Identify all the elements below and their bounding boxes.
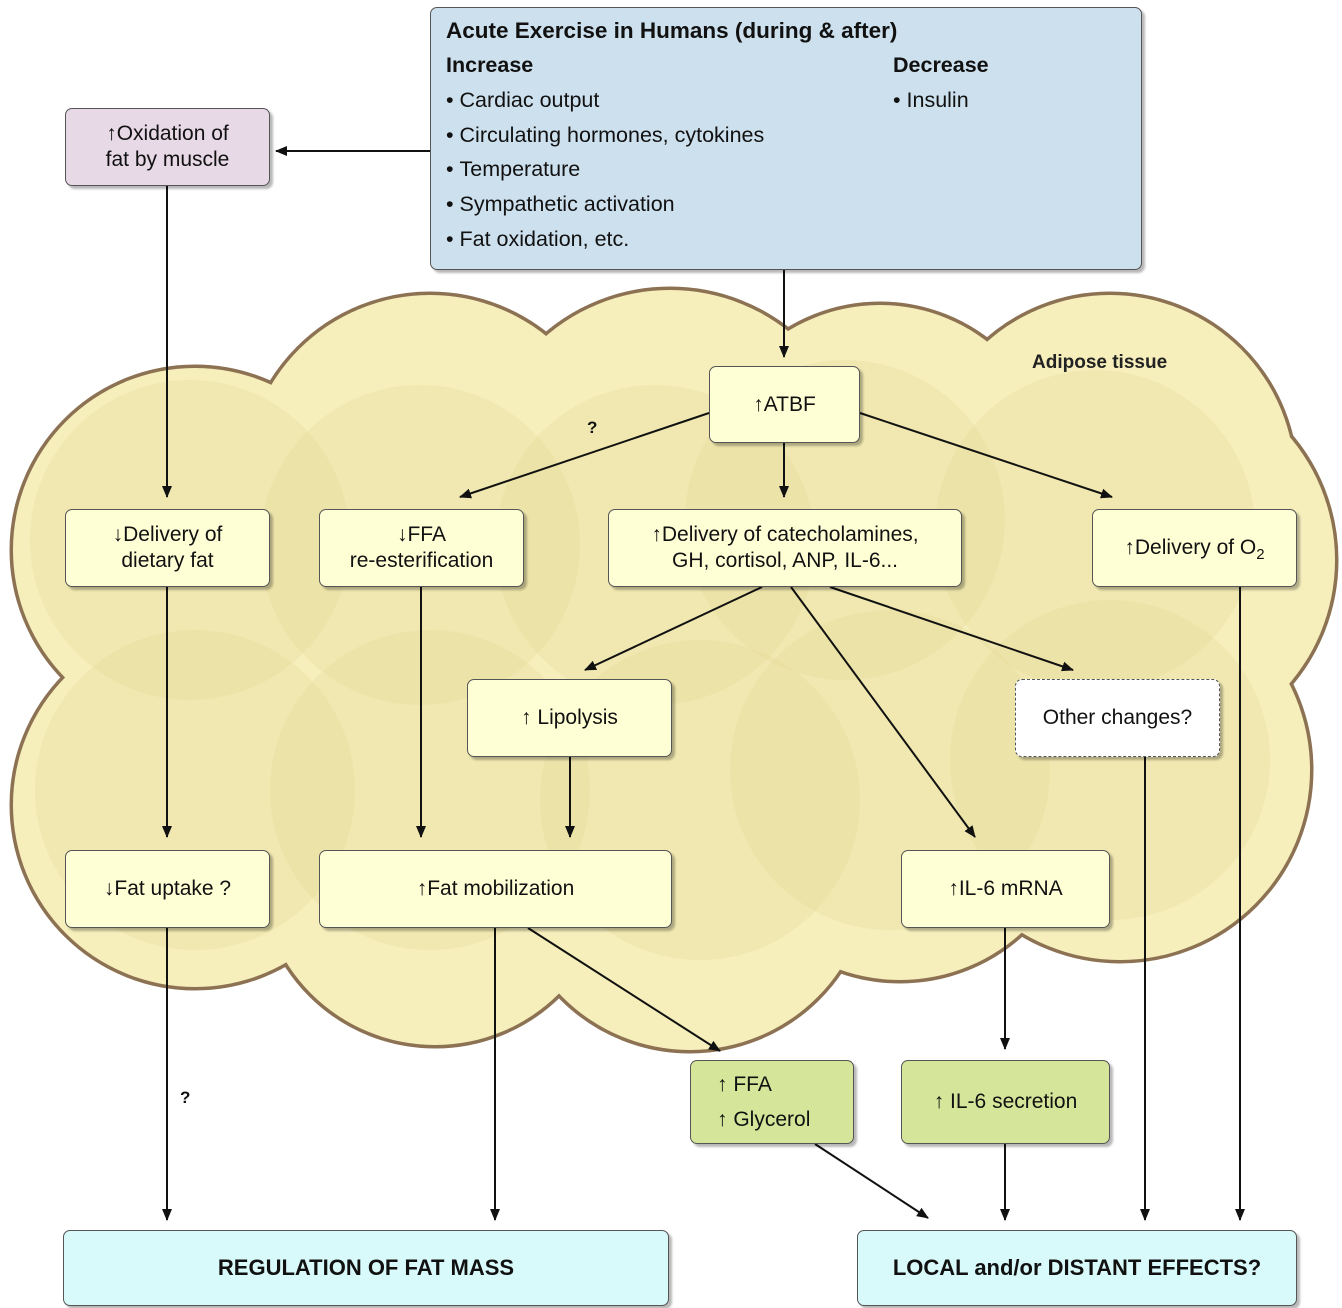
other-changes-node: Other changes? bbox=[1015, 679, 1220, 757]
up-arrow-icon: ↑ bbox=[106, 122, 117, 145]
header-title: Acute Exercise in Humans (during & after… bbox=[446, 18, 898, 43]
list-item: Temperature bbox=[446, 152, 764, 187]
up-arrow-icon: ↑ bbox=[416, 877, 428, 900]
up-arrow-icon: ↑ bbox=[651, 523, 662, 546]
up-arrow-icon: ↑ bbox=[521, 706, 532, 729]
regulation-fat-mass-box: REGULATION OF FAT MASS bbox=[63, 1230, 669, 1306]
lipolysis-node: ↑ Lipolysis bbox=[467, 679, 672, 757]
down-arrow-icon: ↓ bbox=[112, 523, 124, 546]
up-arrow-icon: ↑ bbox=[717, 1073, 728, 1096]
up-arrow-icon: ↑ bbox=[1124, 536, 1135, 559]
delivery-dietary-fat-node: ↓Delivery of dietary fat bbox=[65, 509, 270, 587]
decrease-heading: Decrease bbox=[893, 53, 989, 77]
local-distant-effects-box: LOCAL and/or DISTANT EFFECTS? bbox=[857, 1230, 1297, 1306]
increase-heading: Increase bbox=[446, 53, 534, 77]
list-item: Circulating hormones, cytokines bbox=[446, 118, 765, 153]
ffa-glycerol-node: ↑ FFA ↑ Glycerol bbox=[690, 1060, 854, 1144]
up-arrow-icon: ↑ bbox=[948, 877, 959, 900]
up-arrow-icon: ↑ bbox=[933, 1090, 945, 1113]
delivery-catecholamines-node: ↑Delivery of catecholamines, GH, cortiso… bbox=[608, 509, 962, 587]
fat-uptake-node: ↓Fat uptake ? bbox=[65, 850, 270, 928]
exercise-header-box: Acute Exercise in Humans (during & after… bbox=[430, 7, 1142, 270]
up-arrow-icon: ↑ bbox=[753, 392, 764, 416]
up-arrow-icon: ↑ bbox=[717, 1108, 728, 1131]
ffa-reesterification-node: ↓FFA re-esterification bbox=[319, 509, 524, 587]
question-mark-uptake-regulation: ? bbox=[180, 1088, 191, 1107]
fat-mobilization-node: ↑Fat mobilization bbox=[319, 850, 672, 928]
adipose-tissue-label: Adipose tissue bbox=[1032, 352, 1168, 373]
il6-secretion-node: ↑ IL-6 secretion bbox=[901, 1060, 1110, 1144]
atbf-node: ↑ATBF bbox=[709, 366, 860, 443]
delivery-o2-node: ↑Delivery of O2 bbox=[1092, 509, 1297, 587]
il6-mrna-node: ↑IL-6 mRNA bbox=[901, 850, 1110, 928]
decrease-list: Insulin bbox=[893, 83, 969, 118]
list-item: Insulin bbox=[893, 83, 969, 118]
question-mark-atbf-ffa: ? bbox=[587, 418, 598, 437]
increase-list: Cardiac output Circulating hormones, cyt… bbox=[446, 83, 765, 257]
list-item: Cardiac output bbox=[446, 83, 764, 118]
list-item: Fat oxidation, etc. bbox=[446, 222, 764, 257]
down-arrow-icon: ↓ bbox=[396, 523, 408, 546]
down-arrow-icon: ↓ bbox=[103, 877, 115, 900]
oxidation-node: ↑Oxidation of fat by muscle bbox=[65, 108, 270, 186]
list-item: Sympathetic activation bbox=[446, 187, 764, 222]
